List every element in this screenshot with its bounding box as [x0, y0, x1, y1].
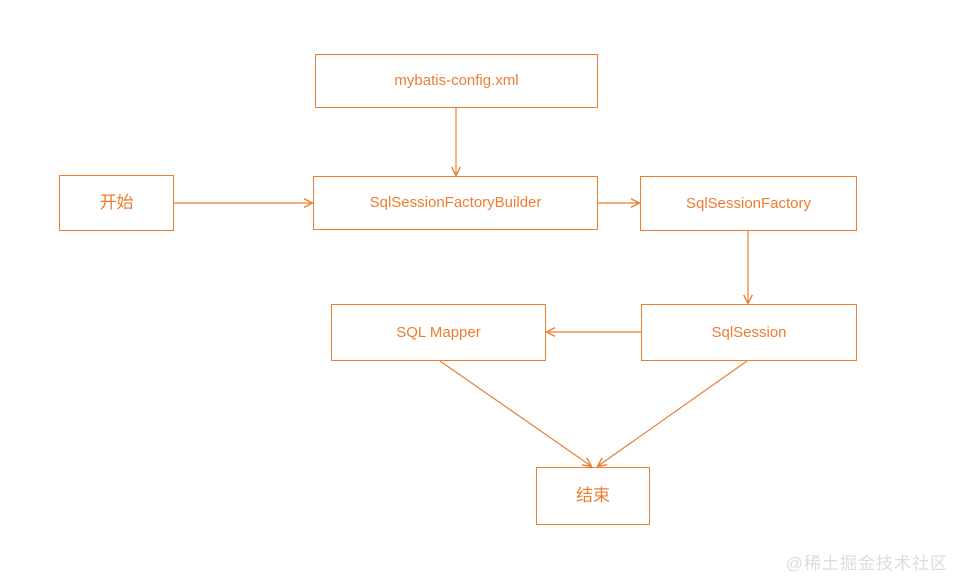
arrow-mapper-to-end — [439, 360, 591, 466]
node-sqlsession-label: SqlSession — [711, 323, 787, 341]
node-sql-mapper: SQL Mapper — [331, 304, 546, 361]
node-start-label: 开始 — [99, 192, 134, 212]
watermark: @稀土掘金技术社区 — [785, 554, 948, 573]
arrow-session-to-end — [598, 360, 748, 466]
node-mybatis-config-xml: mybatis-config.xml — [315, 54, 598, 108]
node-sqlsessionfactorybuilder: SqlSessionFactoryBuilder — [313, 176, 598, 230]
node-sql-mapper-label: SQL Mapper — [396, 323, 481, 341]
node-mybatis-config-xml-label: mybatis-config.xml — [394, 72, 519, 89]
node-start: 开始 — [59, 175, 174, 231]
node-sqlsession: SqlSession — [641, 304, 857, 361]
node-end: 结束 — [536, 467, 650, 525]
node-sqlsessionfactorybuilder-label: SqlSessionFactoryBuilder — [369, 194, 542, 211]
node-sqlsessionfactory: SqlSessionFactory — [640, 176, 857, 231]
node-end-label: 结束 — [576, 485, 610, 505]
node-sqlsessionfactory-label: SqlSessionFactory — [685, 194, 812, 212]
